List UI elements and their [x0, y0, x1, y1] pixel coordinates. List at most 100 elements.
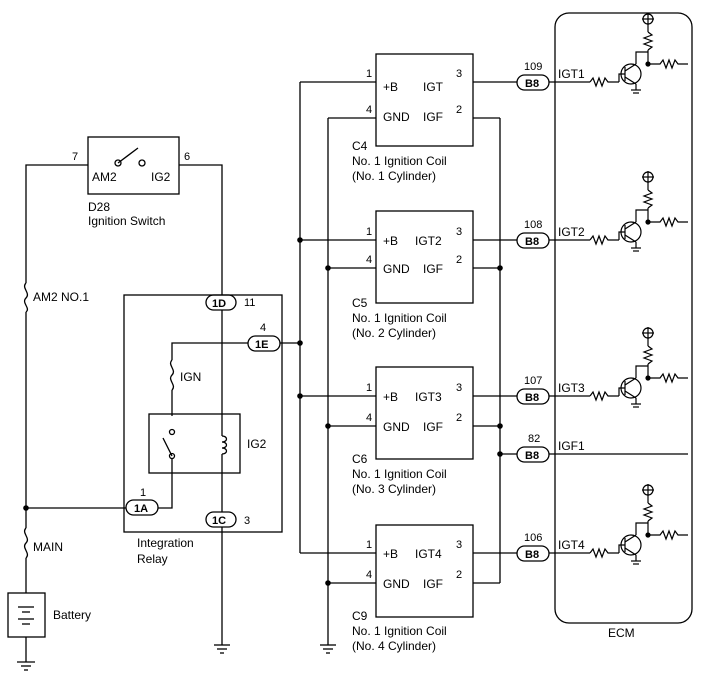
coil-c6-cyl: (No. 3 Cylinder): [352, 482, 436, 496]
ecm-label: ECM: [608, 626, 635, 640]
junction-dots: [23, 237, 503, 586]
coil-c9-pin3: 3: [456, 539, 462, 551]
relay-conn-1a: 1A: [134, 503, 148, 515]
ecm-conn-108: B8: [525, 236, 539, 248]
ecm-pin-num-108: 108: [524, 219, 542, 231]
coil-c4-pin2: 2: [456, 104, 462, 116]
switch-pin-left: 7: [72, 151, 78, 163]
coil-c6-box: [375, 366, 474, 460]
coil-c9-cyl: (No. 4 Cylinder): [352, 639, 436, 653]
coil-c4-box: [375, 53, 474, 147]
ignition-switch-box: [87, 136, 180, 195]
relay-name-line2: Relay: [137, 552, 168, 566]
coil-c5-igt: IGT2: [415, 234, 442, 248]
coil-c9-box: [375, 524, 474, 618]
ecm-signal-igt4: IGT4: [558, 538, 585, 552]
coil-c5-pin2: 2: [456, 254, 462, 266]
ignition-switch-name: Ignition Switch: [88, 214, 165, 228]
coil-c4-pin3: 3: [456, 68, 462, 80]
coil-c5-plusb: +B: [383, 234, 398, 248]
coil-c5-pin3: 3: [456, 226, 462, 238]
relay-pin-1d: 11: [244, 297, 255, 309]
am2-fuse-icon: [23, 282, 29, 313]
coil-c4-name: No. 1 Ignition Coil: [352, 154, 447, 168]
coil-c9-name: No. 1 Ignition Coil: [352, 624, 447, 638]
coil-c4-igt: IGT: [423, 80, 444, 94]
ign-fuse-label: IGN: [180, 370, 201, 384]
coil-c6-pin4: 4: [366, 412, 372, 424]
coil-c5-gnd: GND: [383, 262, 410, 276]
main-fuse-label: MAIN: [33, 540, 63, 554]
coil-c9-igf: IGF: [423, 577, 443, 591]
coil-c5-cyl: (No. 2 Cylinder): [352, 326, 436, 340]
coil-c6-id: C6: [352, 452, 368, 466]
coil-c4-id: C4: [352, 139, 368, 153]
relay-conn-1d: 1D: [212, 298, 226, 310]
coil-c6-name: No. 1 Ignition Coil: [352, 467, 447, 481]
coil-c9-igt: IGT4: [415, 547, 442, 561]
am2-fuse-label: AM2 NO.1: [33, 290, 89, 304]
ecm-conn-107: B8: [525, 392, 539, 404]
ecm-conn-106: B8: [525, 549, 539, 561]
ecm-conn-82: B8: [525, 450, 539, 462]
ecm-signal-igf1: IGF1: [558, 439, 585, 453]
relay-name-line1: Integration: [137, 536, 194, 550]
ecm-signal-igt3: IGT3: [558, 381, 585, 395]
coil-c6-plusb: +B: [383, 390, 398, 404]
coil-c9-pin2: 2: [456, 569, 462, 581]
relay-coil-icon: [221, 435, 228, 455]
ecm-transistor-driver-3: [589, 327, 688, 408]
relay-conn-1e: 1E: [255, 339, 268, 351]
coil-c5-igf: IGF: [423, 262, 443, 276]
coil-c9-id: C9: [352, 609, 368, 623]
coil-c5-name: No. 1 Ignition Coil: [352, 311, 447, 325]
relay-pin-1e: 4: [260, 322, 266, 334]
relay-pin-1c: 3: [244, 515, 250, 527]
coil-c4-igf: IGF: [423, 110, 443, 124]
coil-c4-pin4: 4: [366, 104, 372, 116]
ecm-pin-num-109: 109: [524, 61, 542, 73]
coil-c5-id: C5: [352, 296, 368, 310]
ignition-switch-id: D28: [88, 200, 110, 214]
ecm-transistor-driver-1: [589, 13, 688, 94]
coil-c9-gnd: GND: [383, 577, 410, 591]
ecm-pin-num-82: 82: [528, 433, 540, 445]
ecm-box: [554, 12, 693, 624]
ecm-pin-num-106: 106: [524, 532, 542, 544]
coil-c5-box: [375, 210, 474, 304]
coil-c6-pin1: 1: [366, 382, 372, 394]
coil-c4-gnd: GND: [383, 110, 410, 124]
ecm-transistor-driver-4: [589, 484, 688, 565]
coil-c6-igf: IGF: [423, 420, 443, 434]
coil-c9-pin4: 4: [366, 569, 372, 581]
coil-c5-pin1: 1: [366, 226, 372, 238]
coil-c9-pin1: 1: [366, 539, 372, 551]
ign-fuse-icon: [169, 359, 175, 391]
coil-c5-pin4: 4: [366, 254, 372, 266]
switch-terminal-ig2: IG2: [151, 170, 171, 184]
switch-pin-right: 6: [184, 151, 190, 163]
ecm-signal-igt1: IGT1: [558, 67, 585, 81]
integration-relay-box: [123, 294, 283, 533]
coil-c4-cyl: (No. 1 Cylinder): [352, 169, 436, 183]
ecm-conn-109: B8: [525, 78, 539, 90]
coil-c4-pin1: 1: [366, 68, 372, 80]
relay-conn-1c: 1C: [212, 515, 226, 527]
ecm-pin-num-107: 107: [524, 375, 542, 387]
coil-c6-igt: IGT3: [415, 390, 442, 404]
main-fuse-icon: [23, 527, 29, 559]
ecm-transistor-driver-2: [589, 171, 688, 252]
ig2-relay-label: IG2: [247, 437, 267, 451]
coil-c6-pin3: 3: [456, 382, 462, 394]
coil-c6-pin2: 2: [456, 412, 462, 424]
ig2-relay: [148, 413, 241, 474]
battery-box: [7, 592, 46, 638]
battery-label: Battery: [53, 608, 91, 622]
switch-terminal-am2: AM2: [92, 170, 117, 184]
relay-pin-1a: 1: [140, 487, 146, 499]
coil-c4-plusb: +B: [383, 80, 398, 94]
coil-c9-plusb: +B: [383, 547, 398, 561]
coil-c6-gnd: GND: [383, 420, 410, 434]
ecm-signal-igt2: IGT2: [558, 225, 585, 239]
